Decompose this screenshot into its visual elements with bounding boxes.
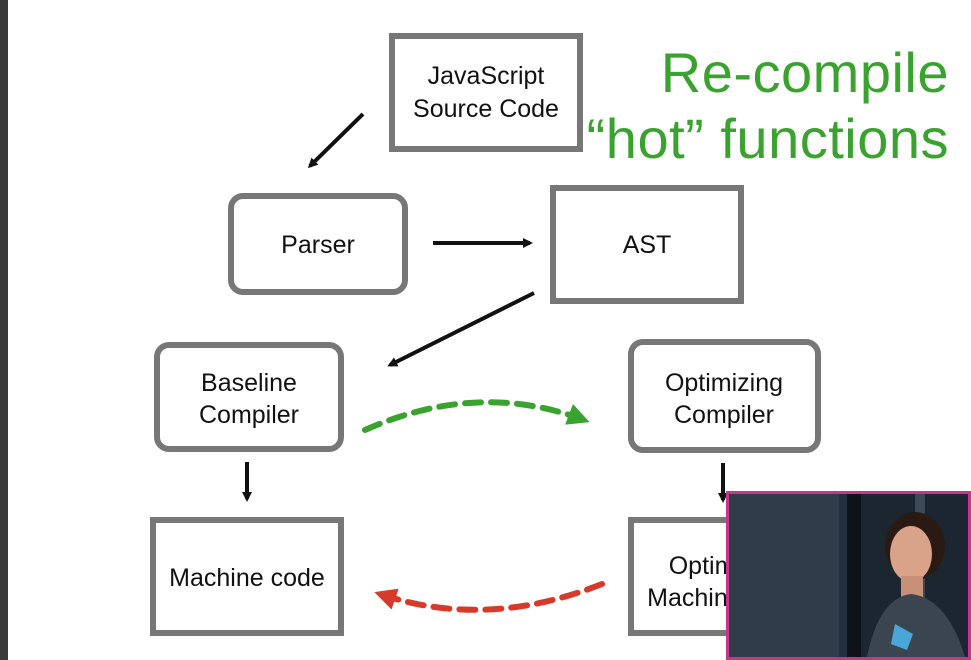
- headline-line1: Re-compile: [660, 41, 949, 104]
- compiler-pipeline-diagram: JavaScript Source Code Parser AST Baseli…: [150, 33, 822, 636]
- slide: JavaScript Source Code Parser AST Baseli…: [8, 0, 971, 660]
- node-machine-code-label: Machine code: [169, 564, 325, 592]
- node-source-code-line2: Source Code: [413, 95, 559, 123]
- left-edge-strip: [0, 0, 8, 660]
- node-machine-code: Machine code: [150, 517, 344, 636]
- node-parser: Parser: [228, 193, 408, 295]
- node-source-code: JavaScript Source Code: [389, 33, 583, 152]
- node-optimizing-line1: Optimizing: [665, 369, 783, 397]
- node-optimizing-line2: Compiler: [674, 401, 774, 429]
- node-baseline-line1: Baseline: [201, 369, 297, 397]
- node-baseline-compiler: Baseline Compiler: [154, 342, 344, 452]
- arrow-recompile-hot: [362, 399, 590, 433]
- speaker-figure: [729, 494, 968, 657]
- arrow-source-to-parser: [307, 112, 365, 169]
- arrow-deoptimize: [374, 581, 605, 613]
- node-baseline-line2: Compiler: [199, 401, 299, 429]
- node-ast: AST: [550, 185, 744, 304]
- speaker-video-overlay: [726, 491, 971, 660]
- slide-headline: Re-compile “hot” functions: [587, 40, 949, 172]
- node-source-code-line1: JavaScript: [428, 62, 545, 90]
- node-ast-label: AST: [623, 231, 672, 259]
- arrow-ast-to-baseline: [387, 291, 535, 367]
- node-optimizing-compiler: Optimizing Compiler: [628, 339, 821, 453]
- node-parser-label: Parser: [281, 231, 355, 259]
- headline-line2: “hot” functions: [586, 107, 949, 170]
